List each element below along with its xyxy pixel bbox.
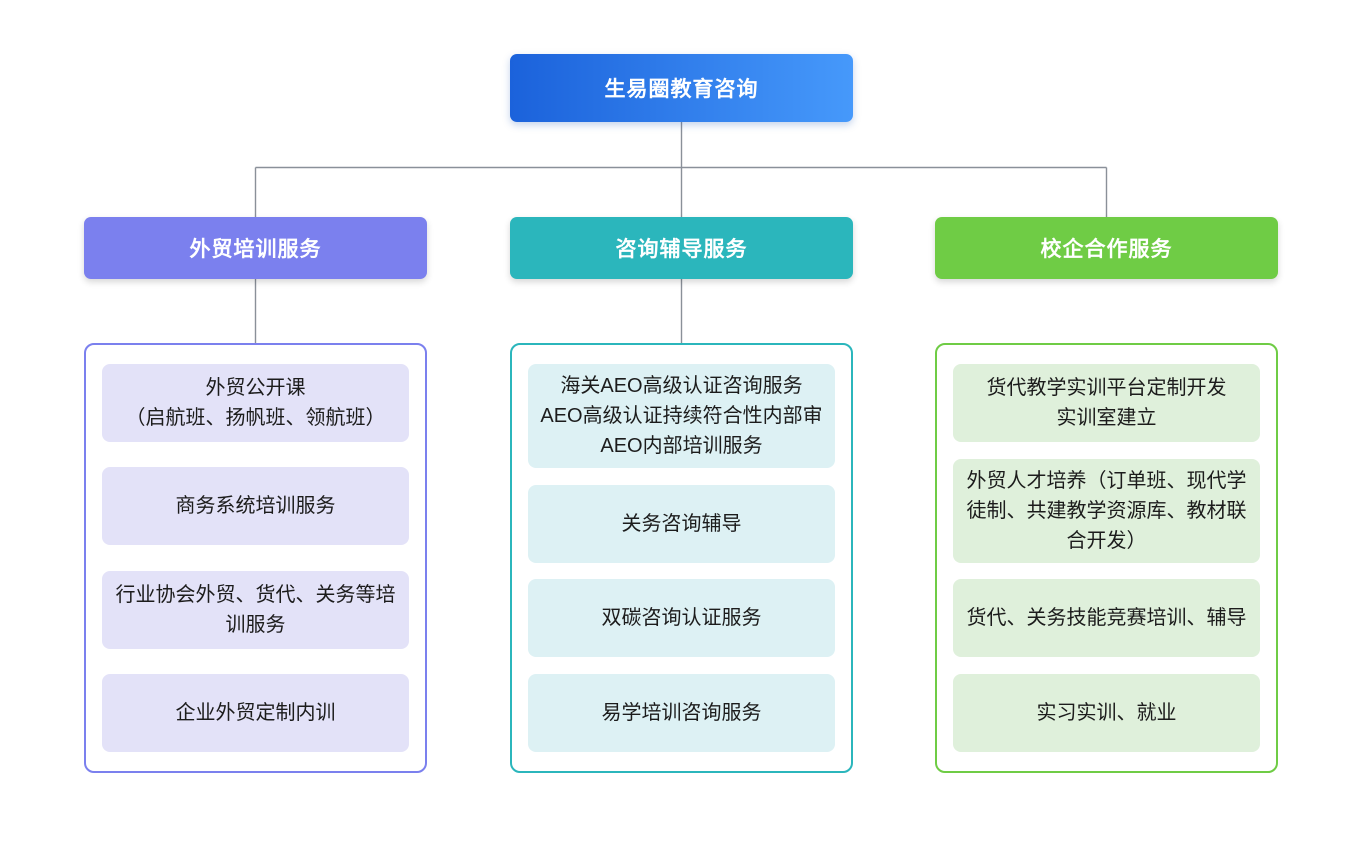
branch-item-group: 外贸公开课 （启航班、扬帆班、领航班） 商务系统培训服务 行业协会外贸、货代、关…: [84, 343, 427, 773]
branch-header-label: 校企合作服务: [1040, 238, 1173, 261]
branch-item: 实习实训、就业: [953, 673, 1260, 752]
branch-consulting-coaching: 咨询辅导服务 海关AEO高级认证咨询服务 AEO高级认证持续符合性内部审 AEO…: [510, 217, 853, 773]
root-node-label: 生易圈教育咨询: [604, 78, 759, 101]
branch-header: 外贸培训服务: [84, 217, 427, 279]
branch-item: 关务咨询辅导: [528, 484, 835, 563]
branch-item: 货代、关务技能竞赛培训、辅导: [953, 579, 1260, 658]
branch-item: 企业外贸定制内训: [102, 673, 409, 752]
branch-item: 外贸人才培养（订单班、现代学徒制、共建教学资源库、教材联合开发）: [953, 458, 1260, 563]
branch-item: 商务系统培训服务: [102, 467, 409, 546]
connector-path: [254, 122, 1108, 343]
branch-foreign-trade-training: 外贸培训服务 外贸公开课 （启航班、扬帆班、领航班） 商务系统培训服务 行业协会…: [84, 217, 427, 773]
branch-item: 货代教学实训平台定制开发 实训室建立: [953, 364, 1260, 442]
branch-header-label: 外贸培训服务: [189, 238, 322, 261]
branch-item: 海关AEO高级认证咨询服务 AEO高级认证持续符合性内部审 AEO内部培训服务: [528, 364, 835, 468]
branch-item: 外贸公开课 （启航班、扬帆班、领航班）: [102, 364, 409, 442]
branch-item-group: 货代教学实训平台定制开发 实训室建立 外贸人才培养（订单班、现代学徒制、共建教学…: [935, 343, 1278, 773]
branch-item: 易学培训咨询服务: [528, 673, 835, 752]
root-node: 生易圈教育咨询: [510, 54, 853, 122]
branch-header-label: 咨询辅导服务: [615, 238, 748, 261]
branch-item-group: 海关AEO高级认证咨询服务 AEO高级认证持续符合性内部审 AEO内部培训服务 …: [510, 343, 853, 773]
branch-school-enterprise-cooperation: 校企合作服务 货代教学实训平台定制开发 实训室建立 外贸人才培养（订单班、现代学…: [935, 217, 1278, 773]
branch-item: 双碳咨询认证服务: [528, 579, 835, 658]
branch-header: 校企合作服务: [935, 217, 1278, 279]
branch-item: 行业协会外贸、货代、关务等培训服务: [102, 570, 409, 649]
branch-header: 咨询辅导服务: [510, 217, 853, 279]
